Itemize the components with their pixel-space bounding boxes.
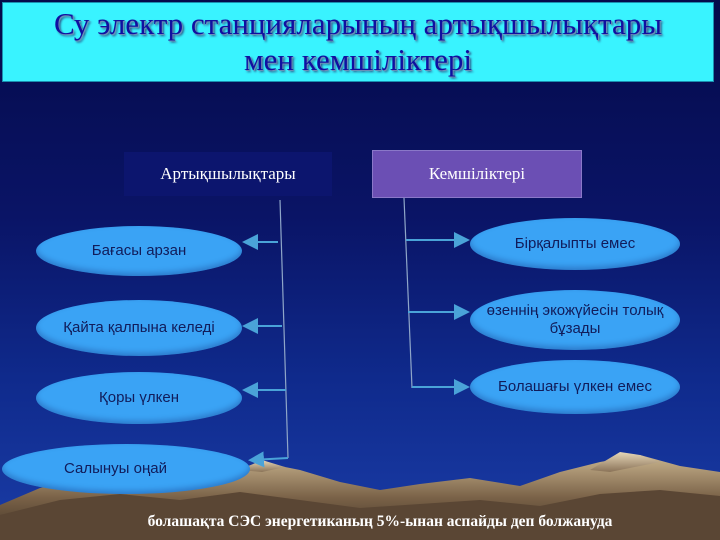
advantage-oval-3: Қоры үлкен [36,372,242,424]
advantage-oval-2: Қайта қалпына келеді [36,300,242,356]
advantages-trunk [280,200,288,458]
advantage-oval-4: Салынуы оңай [2,444,250,494]
advantage-oval-1: Бағасы арзан [36,226,242,276]
arrow-to-advantage-4 [252,458,288,460]
footer-note: болашақта СЭС энергетиканың 5%-ынан аспа… [40,513,720,531]
disadvantage-oval-1: Бірқалыпты емес [470,218,680,270]
disadvantage-oval-2: өзеннің экожүйесін толық бұзады [470,290,680,350]
disadvantages-trunk [404,198,412,388]
disadvantage-oval-3: Болашағы үлкен емес [470,360,680,414]
